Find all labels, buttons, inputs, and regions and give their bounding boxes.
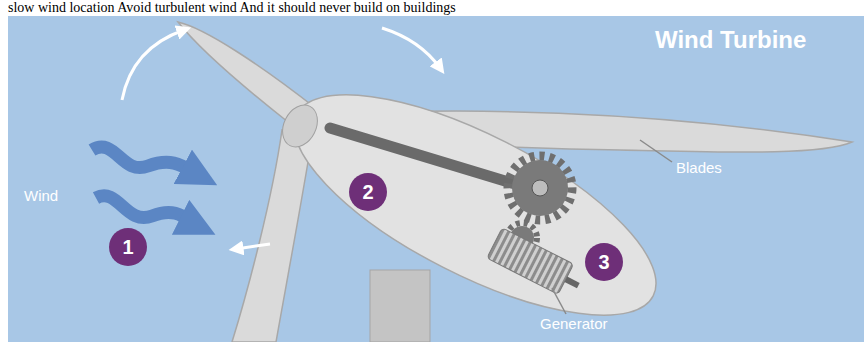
leader-line bbox=[552, 288, 566, 314]
rotation-arrow bbox=[236, 244, 270, 249]
callout-number: 3 bbox=[598, 252, 609, 272]
tower bbox=[370, 270, 430, 342]
nacelle bbox=[265, 52, 685, 342]
gear bbox=[512, 160, 568, 216]
wind-arrow bbox=[92, 147, 200, 176]
part-label: Wind bbox=[24, 188, 58, 205]
gear bbox=[508, 156, 572, 220]
wind-arrow bbox=[96, 196, 198, 226]
diagram-title: Wind Turbine bbox=[655, 26, 806, 54]
gear-hub bbox=[532, 180, 548, 196]
blade bbox=[232, 130, 312, 342]
note-text: slow wind location Avoid turbulent wind … bbox=[8, 0, 456, 15]
callout-circle: 1 bbox=[109, 228, 147, 266]
rotation-arrow bbox=[122, 30, 184, 100]
leader-line bbox=[640, 140, 672, 162]
part-label: Blades bbox=[676, 160, 722, 177]
generator-coil bbox=[487, 228, 574, 295]
callout-circle: 2 bbox=[349, 173, 387, 211]
callout-circle: 3 bbox=[585, 243, 623, 281]
callout-number: 2 bbox=[362, 182, 373, 202]
part-label: Generator bbox=[540, 316, 608, 333]
generator-axle bbox=[566, 279, 578, 285]
rotation-arrow bbox=[382, 28, 440, 68]
callout-number: 1 bbox=[122, 237, 133, 257]
generator bbox=[487, 228, 586, 301]
hub bbox=[276, 99, 324, 153]
